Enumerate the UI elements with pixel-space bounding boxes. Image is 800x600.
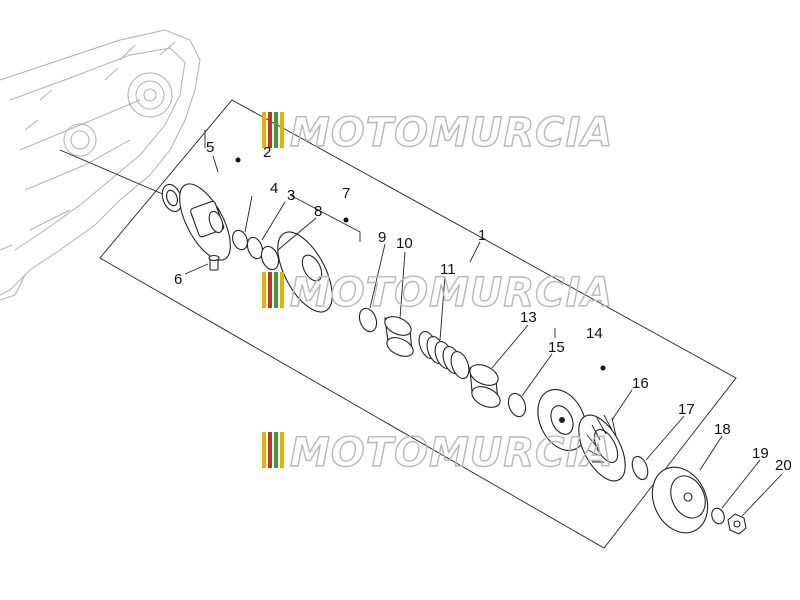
shaft-axis-line xyxy=(59,149,173,199)
part-10-sleeve xyxy=(384,316,414,357)
part-3-washer xyxy=(246,236,264,260)
callout-15: 15 xyxy=(548,339,565,356)
part-14-clutch xyxy=(537,388,587,452)
part-11-spring xyxy=(418,331,470,379)
marker-dot xyxy=(343,217,349,223)
svg-text:MOTOMURCIA: MOTOMURCIA xyxy=(290,110,613,156)
part-4-ring xyxy=(232,229,248,251)
callout-3: 3 xyxy=(287,187,295,204)
svg-text:MOTOMURCIA: MOTOMURCIA xyxy=(290,270,613,316)
part-18-clutch-bell xyxy=(651,466,709,534)
crankcase-outline xyxy=(0,29,201,301)
part-15-circlip xyxy=(507,392,527,418)
callout-14: 14 xyxy=(586,325,603,342)
part-6-bolt xyxy=(208,254,220,271)
group-bracket-7 xyxy=(289,194,361,242)
part-7-movable-pulley xyxy=(277,231,333,313)
assembly-frame-1 xyxy=(99,99,737,549)
part-19-washer xyxy=(711,507,725,525)
callout-17: 17 xyxy=(678,401,695,418)
callout-19: 19 xyxy=(752,445,769,462)
callout-1: 1 xyxy=(478,227,486,244)
callout-9: 9 xyxy=(378,229,386,246)
part-17-oring xyxy=(631,455,649,481)
callout-7: 7 xyxy=(342,185,350,202)
watermark-top: MOTOMURCIA xyxy=(262,109,613,157)
callout-10: 10 xyxy=(396,235,413,252)
callout-4: 4 xyxy=(270,180,278,197)
part-2-fixed-pulley xyxy=(179,183,231,261)
callout-5: 5 xyxy=(206,139,214,156)
callout-18: 18 xyxy=(714,421,731,438)
callout-13: 13 xyxy=(520,309,537,326)
watermark-bottom: MOTOMURCIA xyxy=(262,429,613,477)
leader-lines xyxy=(184,155,783,517)
part-20-nut xyxy=(727,513,747,535)
callout-6: 6 xyxy=(174,271,182,288)
part-8-bushing xyxy=(260,245,280,271)
callout-8: 8 xyxy=(314,203,322,220)
marker-dot xyxy=(235,157,241,163)
svg-text:MOTOMURCIA: MOTOMURCIA xyxy=(290,430,613,476)
callout-16: 16 xyxy=(632,375,649,392)
callout-20: 20 xyxy=(775,457,792,474)
part-9-oring xyxy=(358,307,378,333)
part-16-fan xyxy=(578,414,626,482)
callout-2: 2 xyxy=(263,144,271,161)
part-5-bearing xyxy=(161,183,183,213)
part-13-collar xyxy=(469,364,501,408)
marker-dot xyxy=(600,365,606,371)
callout-11: 11 xyxy=(440,261,456,278)
watermark-middle: MOTOMURCIA xyxy=(262,269,613,317)
